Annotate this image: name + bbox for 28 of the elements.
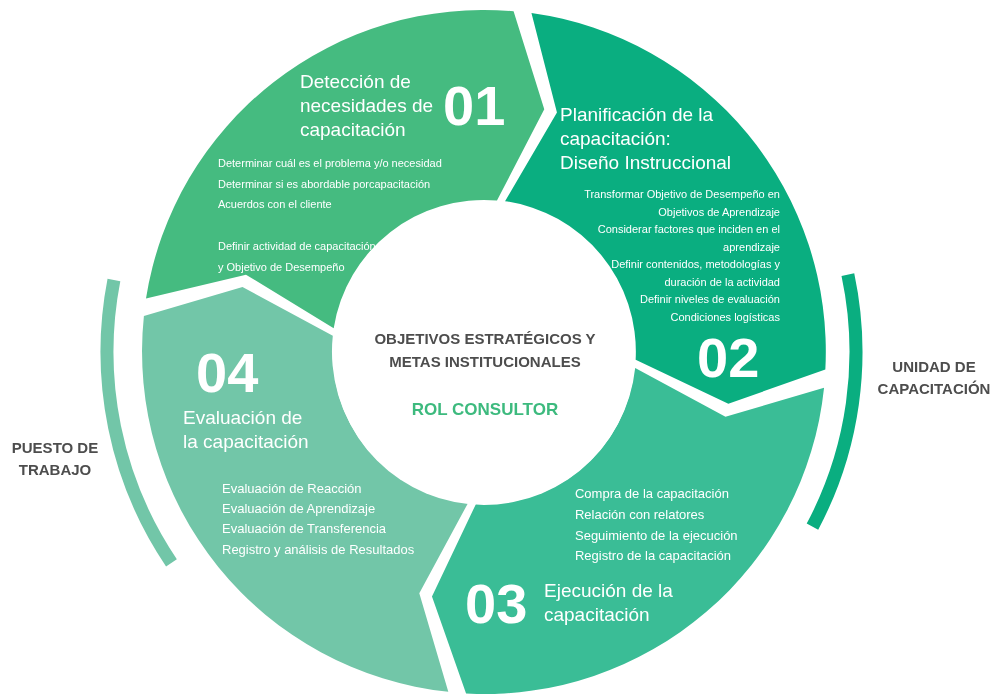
step-task: Evaluación de Aprendizaje	[222, 500, 377, 518]
step-task: Evaluación de Transferencia	[222, 520, 388, 538]
side-label: PUESTO DE TRABAJO	[10, 438, 100, 480]
step-number: 04	[196, 343, 260, 403]
step-task: Evaluación de Reacción	[222, 480, 363, 498]
center-heading: OBJETIVOS ESTRATÉGICOS Y METAS INSTITUCIONALES	[373, 329, 597, 372]
step-task: Seguimiento de la ejecución	[575, 527, 739, 545]
step-title: Planificación de la capacitación: Diseño Instruccional	[560, 103, 733, 175]
step-task: Transformar Objetivo de Desempeño en Objetivos de Aprendizaje	[583, 187, 780, 220]
step-task: Condiciones logísticas	[669, 310, 780, 325]
step-task: Relación con relatores	[575, 506, 706, 524]
step-task: Considerar factores que inciden en el aprendizaje	[596, 222, 780, 255]
step-number: 01	[443, 76, 507, 136]
step-task: Determinar cuál es el problema y/o necesidad	[218, 156, 443, 171]
step-number: 03	[465, 574, 529, 634]
side-label: UNIDAD DE CAPACITACIÓN	[876, 357, 992, 399]
step-task: Compra de la capacitación	[575, 485, 730, 503]
step-title: Detección de necesidades de capacitación	[300, 70, 435, 142]
step-task: Acuerdos con el cliente	[218, 197, 333, 212]
step-task: Registro de la capacitación	[575, 547, 733, 565]
step-task: Definir niveles de evaluación	[638, 292, 780, 307]
step-task: Determinar si es abordable porcapacitación	[218, 177, 432, 192]
step-title: Ejecución de la capacitación	[544, 579, 674, 627]
step-title: Evaluación de la capacitación	[183, 406, 310, 454]
step-number: 02	[697, 328, 761, 388]
role-label: ROL CONSULTOR	[410, 399, 560, 421]
step-task: Registro y análisis de Resultados	[222, 541, 416, 559]
step-task: Definir contenidos, metodologías y duración de la actividad	[610, 257, 780, 290]
